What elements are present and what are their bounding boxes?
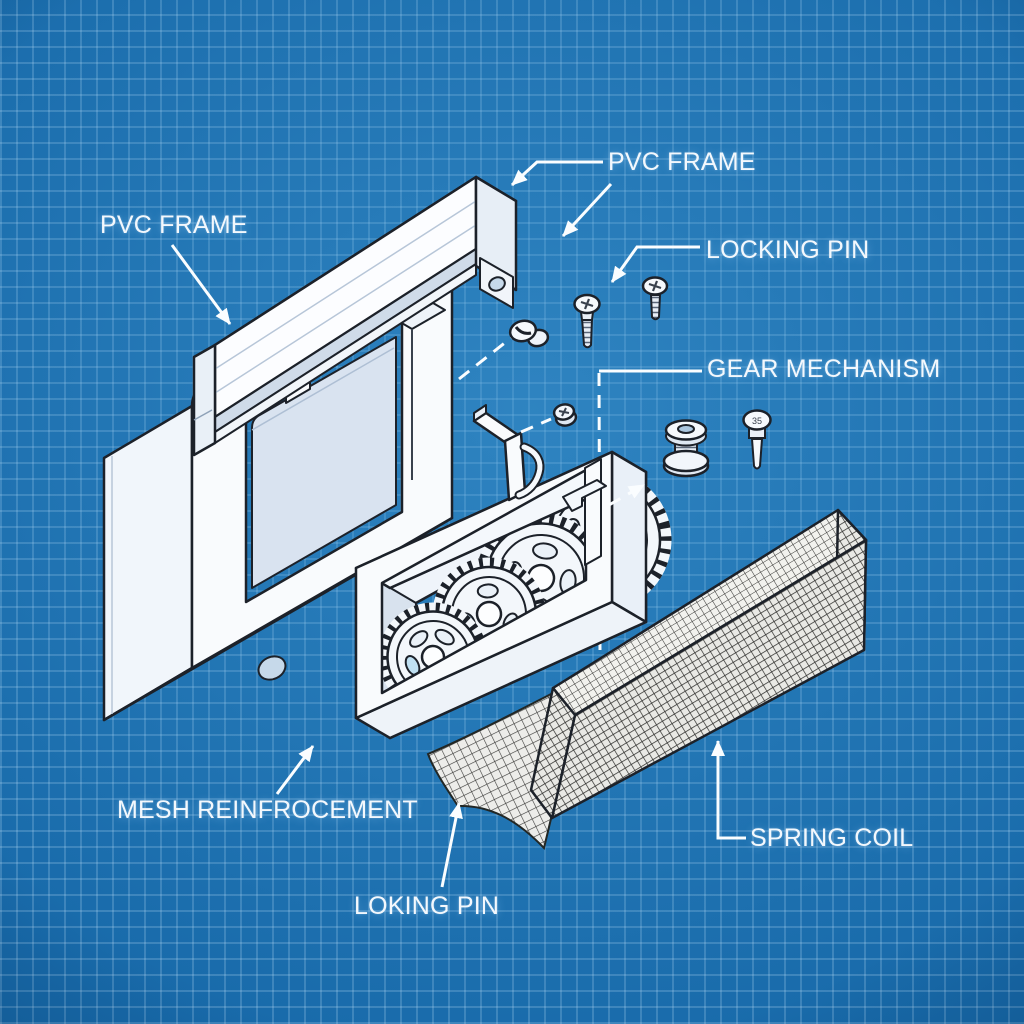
label-loking-pin: LOKING PIN — [354, 892, 500, 920]
locking-pin-screw — [573, 293, 601, 349]
label-locking-pin: LOCKING PIN — [706, 236, 870, 264]
dashed-line-nut — [520, 417, 552, 434]
locking-pin-screw-small — [641, 276, 669, 321]
gearbox-right-band — [610, 450, 648, 624]
leader-mesh-reinfrocement — [275, 745, 315, 795]
slide-post — [584, 458, 602, 566]
leader-pvc-frame-left — [170, 244, 232, 325]
l-bracket — [472, 404, 527, 502]
spool-bolt — [662, 419, 710, 478]
label-gear-mechanism: GEAR MECHANISM — [707, 355, 941, 383]
hex-nut — [552, 403, 578, 427]
dashed-line-clip — [458, 336, 512, 381]
clip-fastener — [508, 319, 550, 348]
leader-loking-pin — [440, 802, 463, 888]
frame-left-rim — [102, 404, 194, 722]
leader-spring-coil — [711, 740, 746, 840]
label-spring-coil: SPRING COIL — [750, 824, 914, 852]
label-pvc-frame-top: PVC FRAME — [608, 148, 756, 176]
shoulder-pin: 35 — [742, 409, 772, 470]
label-mesh-reinfrocement: MESH REINFROCEMENT — [117, 796, 418, 824]
frame-mount-hole — [257, 655, 287, 681]
leader-pvc-frame-top-1 — [510, 160, 603, 187]
leader-pvc-frame-top-2 — [561, 182, 613, 238]
channel-end-profile — [192, 343, 217, 457]
label-pvc-frame-left: PVC FRAME — [100, 211, 248, 239]
pin-head-marking: 35 — [752, 416, 762, 426]
